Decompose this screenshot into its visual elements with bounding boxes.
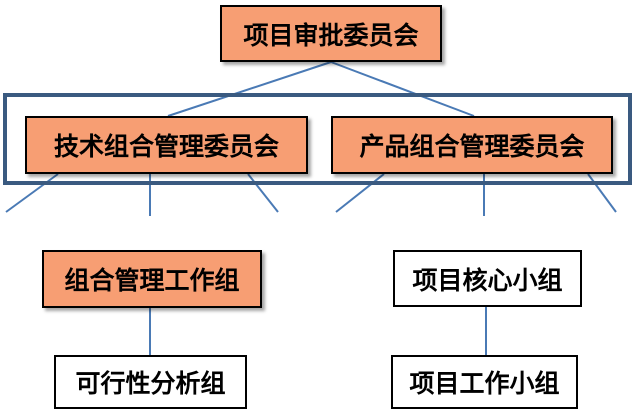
portfolio-work-group-node: 组合管理工作组 xyxy=(42,250,262,308)
connector-product-right xyxy=(587,173,617,213)
committee-group-frame xyxy=(3,93,632,185)
project-approval-committee-node: 项目审批委员会 xyxy=(220,5,442,62)
connector-tech-right xyxy=(247,173,279,213)
project-approval-committee-label: 项目审批委员会 xyxy=(243,20,419,50)
project-work-team-node: 项目工作小组 xyxy=(391,355,578,409)
feasibility-analysis-group-label: 可行性分析组 xyxy=(75,369,226,398)
connector-top-to-tech xyxy=(167,61,332,117)
connector-tech-left xyxy=(5,173,59,213)
project-core-team-label: 项目核心小组 xyxy=(412,265,563,295)
tech-portfolio-committee-label: 技术组合管理委员会 xyxy=(53,132,279,161)
feasibility-analysis-group-node: 可行性分析组 xyxy=(54,355,247,409)
project-core-team-node: 项目核心小组 xyxy=(393,250,582,307)
connector-product-left xyxy=(335,173,385,213)
product-portfolio-committee-label: 产品组合管理委员会 xyxy=(359,132,585,161)
product-portfolio-committee-node: 产品组合管理委员会 xyxy=(331,116,613,174)
project-work-team-label: 项目工作小组 xyxy=(409,369,560,398)
tech-portfolio-committee-node: 技术组合管理委员会 xyxy=(25,116,308,174)
connector-top-to-product xyxy=(330,61,475,117)
portfolio-work-group-label: 组合管理工作组 xyxy=(64,266,240,295)
